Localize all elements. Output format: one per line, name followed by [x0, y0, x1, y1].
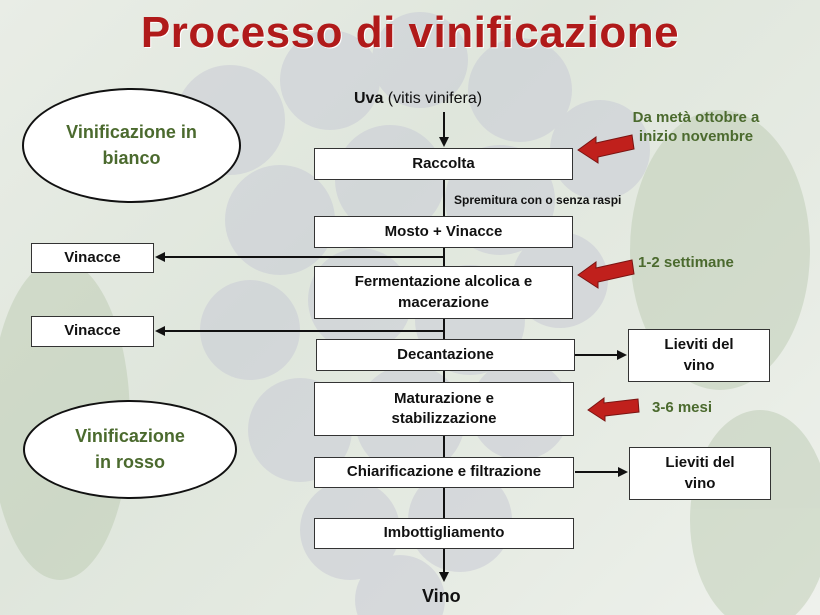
step-raccolta: Raccolta	[314, 148, 573, 180]
output-vinacce-1: Vinacce	[31, 243, 154, 273]
output-lieviti-2: Lieviti del vino	[629, 447, 771, 500]
start-label: Uva (vitis vinifera)	[354, 90, 483, 107]
red-arrow-fermentazione	[577, 259, 635, 289]
step-imbottigliamento: Imbottigliamento	[314, 518, 574, 549]
ellipse-vinificazione-rosso: Vinificazione in rosso	[23, 400, 237, 499]
step-maturazione: Maturazione e stabilizzazione	[314, 382, 574, 436]
step-fermentazione: Fermentazione alcolica e macerazione	[314, 266, 573, 319]
ellipse-vinificazione-bianco: Vinificazione in bianco	[22, 88, 241, 203]
red-arrow-maturazione	[587, 397, 640, 422]
red-arrow-raccolta	[577, 134, 635, 164]
step-decantazione: Decantazione	[316, 339, 575, 371]
step-mosto-vinacce: Mosto + Vinacce	[314, 216, 573, 248]
page-title: Processo di vinificazione	[140, 8, 680, 57]
end-label: Vino	[422, 586, 461, 606]
note-raccolta-time: Da metà ottobre a inizio novembre	[632, 109, 760, 145]
output-lieviti-1: Lieviti del vino	[628, 329, 770, 382]
note-fermentazione-time: 1-2 settimane	[638, 254, 734, 271]
step-chiarificazione: Chiarificazione e filtrazione	[314, 457, 574, 488]
note-maturazione-time: 3-6 mesi	[652, 399, 713, 416]
output-vinacce-2: Vinacce	[31, 316, 154, 347]
step-annotation: Spremitura con o senza raspi	[454, 193, 622, 207]
